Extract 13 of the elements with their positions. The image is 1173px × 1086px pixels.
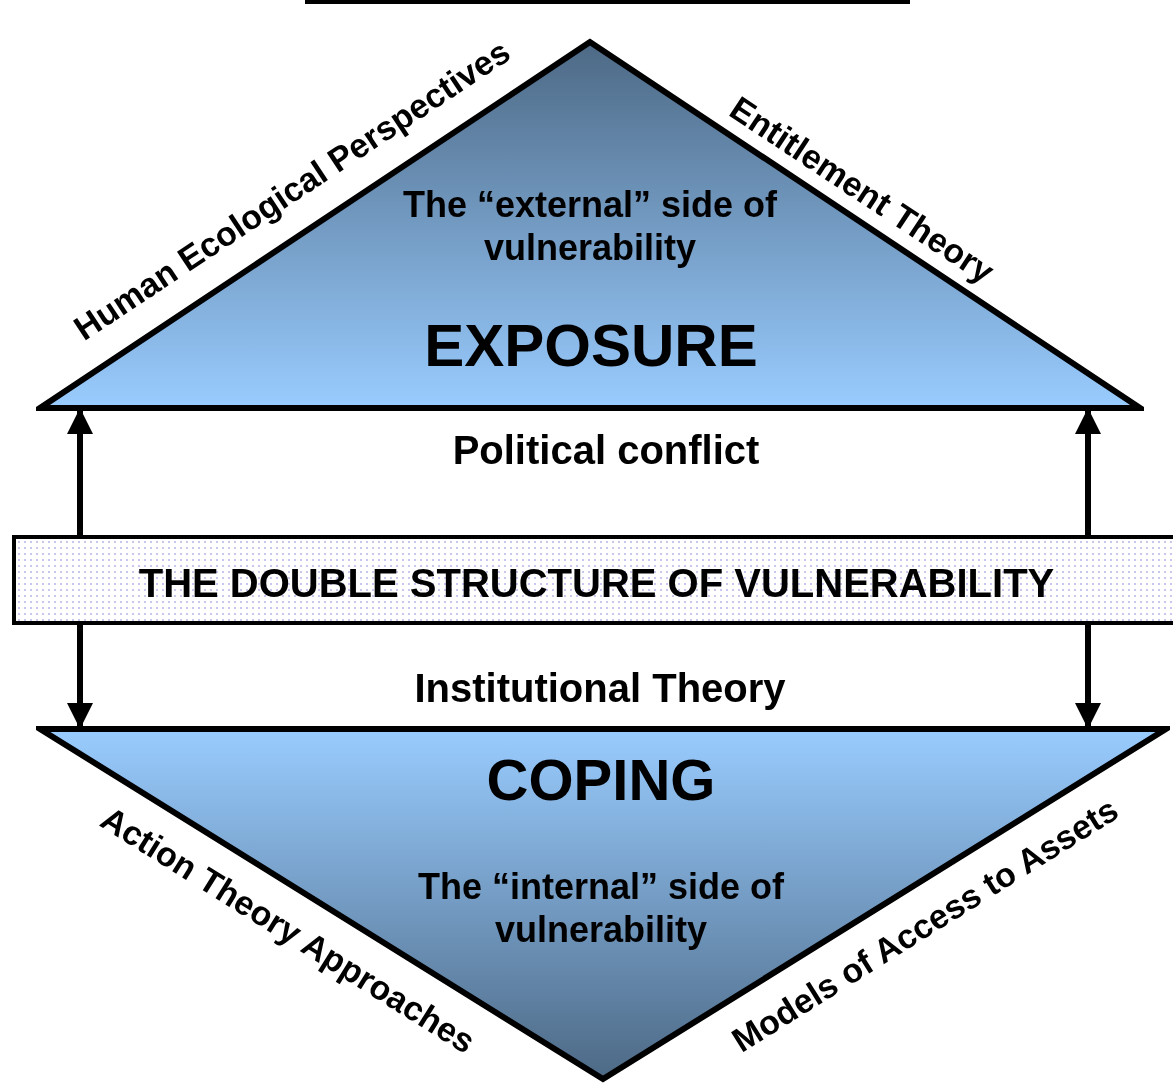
middle-label: Institutional Theory: [414, 665, 786, 711]
heading-text: EXPOSURE: [423, 311, 759, 381]
heading-text: COPING: [485, 746, 717, 814]
arrow: [1075, 623, 1101, 729]
arrow: [1075, 408, 1101, 537]
middle-label: Political conflict: [452, 427, 760, 473]
triangle: [36, 725, 1170, 1083]
title-band: [12, 535, 1173, 625]
arrow: [67, 408, 93, 537]
arrow: [67, 623, 93, 729]
description-text: The “internal” side of vulnerability: [417, 865, 785, 951]
triangle: [36, 38, 1144, 412]
band-title: THE DOUBLE STRUCTURE OF VULNERABILITY: [137, 560, 1056, 607]
